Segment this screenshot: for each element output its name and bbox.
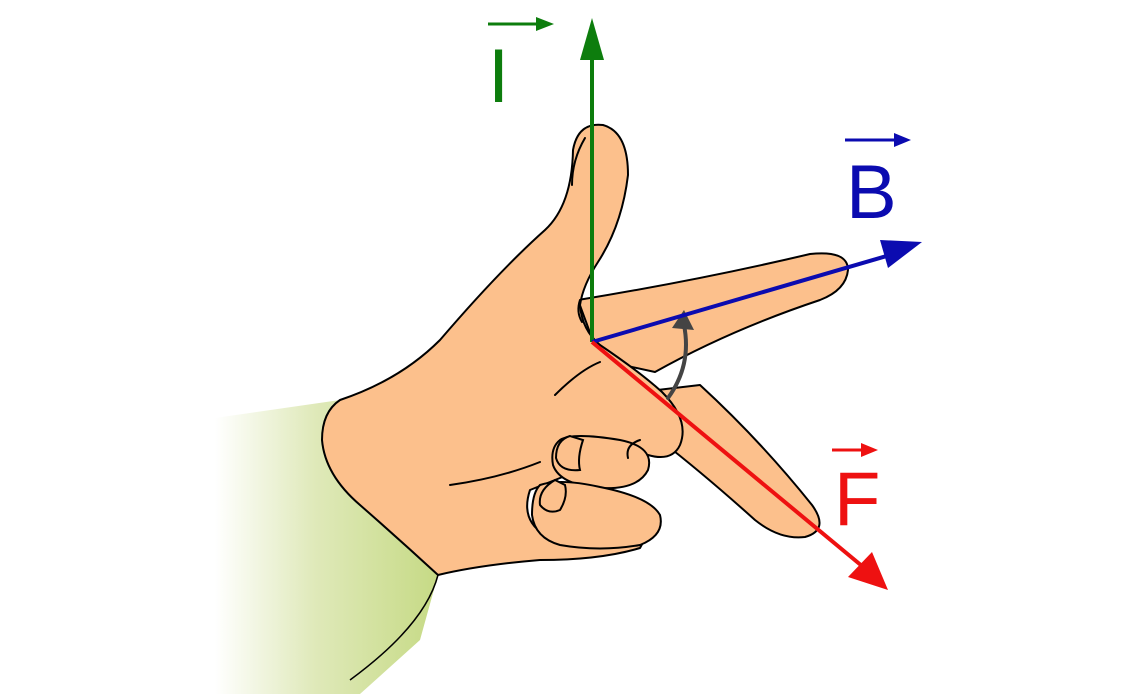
current-label-group: I <box>488 17 554 119</box>
hand-details <box>449 137 641 513</box>
magnetic-field-vector <box>591 240 922 344</box>
index-finger <box>577 252 849 373</box>
current-label-arrow-icon <box>536 17 554 31</box>
force-label-group: F <box>832 443 880 542</box>
magnetic-field-label-arrow-icon <box>894 133 911 147</box>
force-label: F <box>834 457 880 542</box>
force-arrowhead <box>848 552 888 590</box>
magnetic-field-label: B <box>846 150 897 235</box>
magnetic-field-label-group: B <box>845 133 911 235</box>
hand <box>321 123 849 576</box>
current-vector <box>580 18 604 342</box>
sleeve-edge <box>349 574 439 681</box>
current-label: I <box>488 34 509 119</box>
magnetic-field-arrowhead <box>880 240 922 268</box>
force-vector <box>590 340 888 590</box>
force-label-arrow-icon <box>861 443 878 457</box>
rotation-arrow <box>666 310 694 400</box>
sleeve <box>215 400 438 694</box>
current-arrowhead <box>580 18 604 60</box>
